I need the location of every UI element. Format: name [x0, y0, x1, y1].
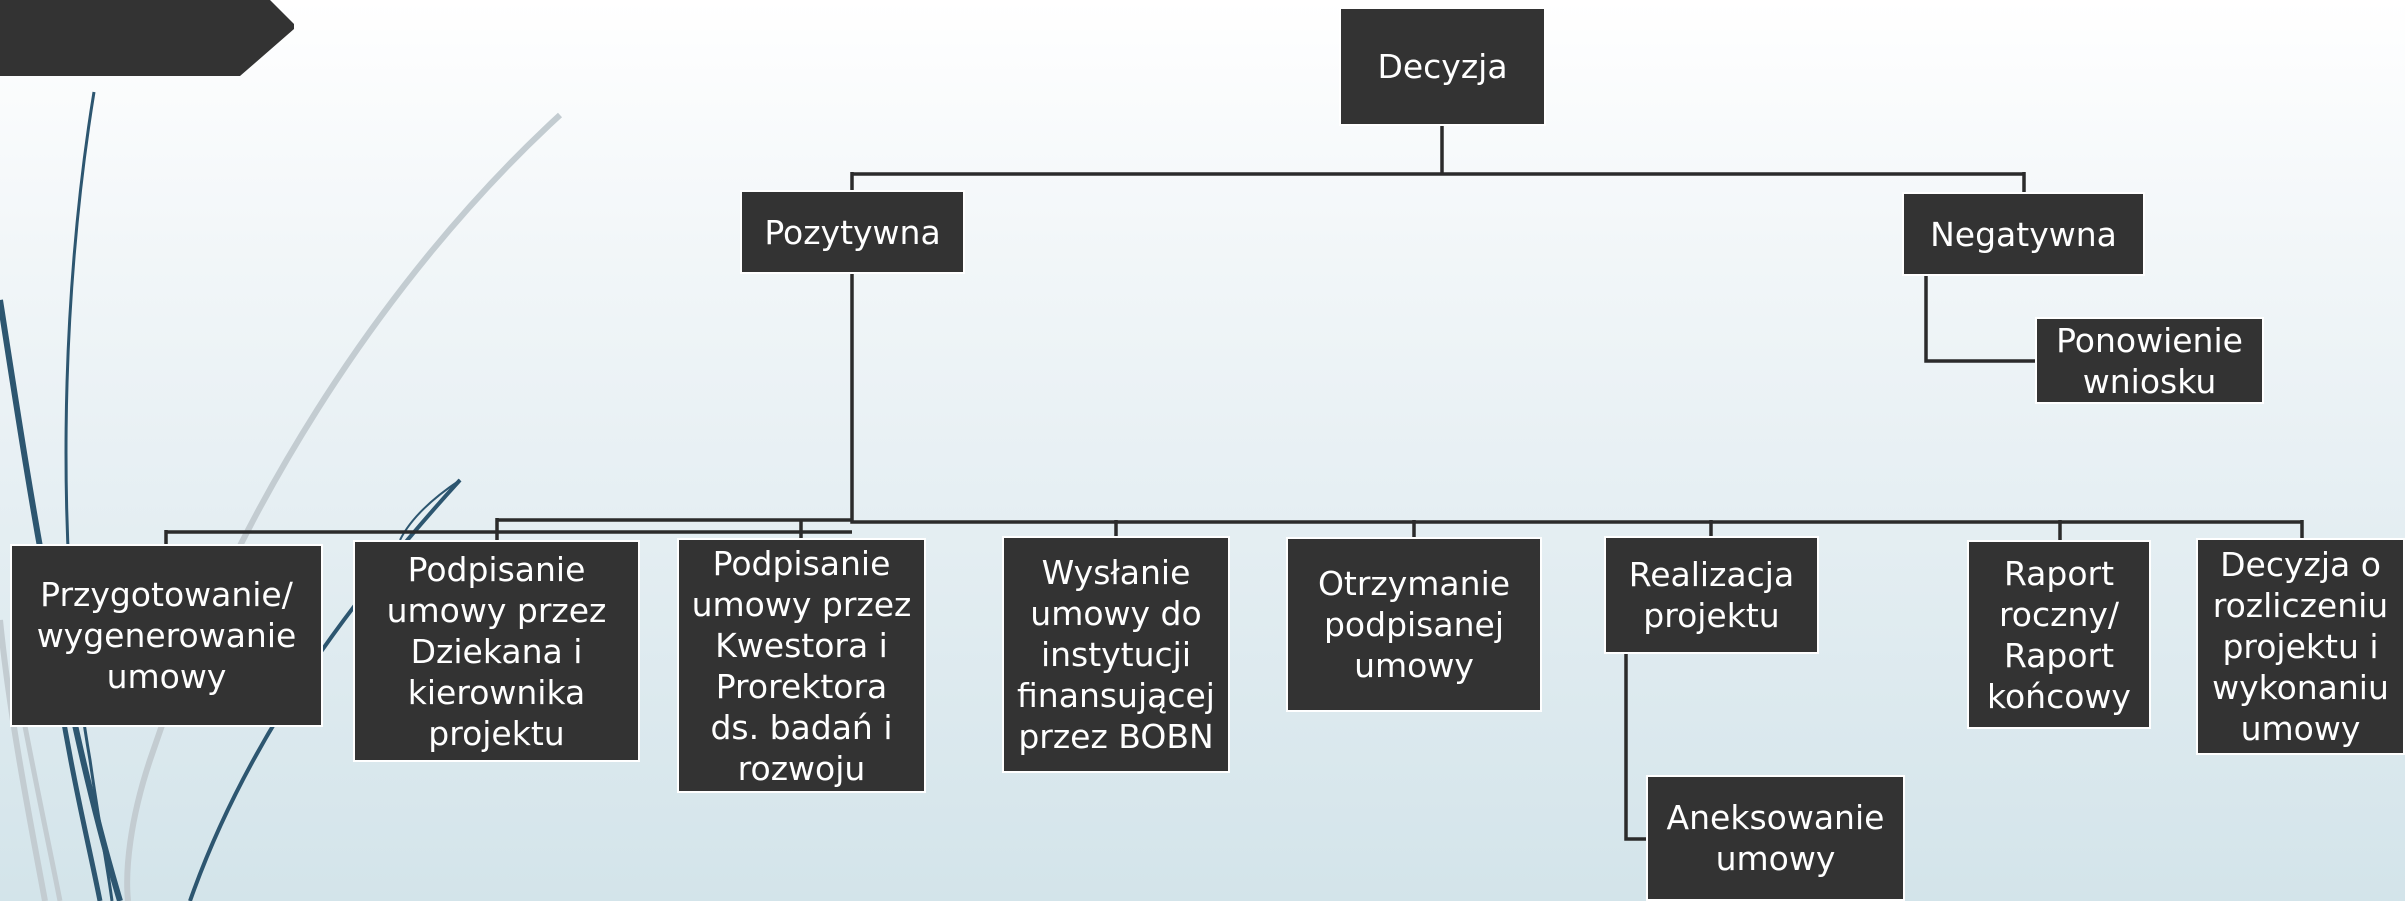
- node-wyslanie-umowy: Wysłanie umowy do instytucji finansujące…: [1002, 536, 1230, 773]
- connector-positive-bus-lower: [850, 520, 2304, 541]
- root-node-decyzja: Decyzja: [1339, 7, 1546, 126]
- node-decyzja-rozliczenie: Decyzja o rozliczeniu projektu i wykonan…: [2196, 538, 2405, 755]
- connector-root-to-branches: [850, 124, 2026, 194]
- decor-curve-light-2: [0, 619, 48, 901]
- connector-realizacja-to-aneksowanie: [1624, 651, 1650, 841]
- title-tab-shape: [0, 0, 294, 76]
- decor-curve-light-3: [17, 699, 63, 901]
- node-raport: Raport roczny/ Raport końcowy: [1967, 540, 2151, 729]
- decor-curve-dark-3: [57, 699, 103, 901]
- connector-positive-bus-upper: [164, 518, 852, 545]
- node-realizacja-projektu: Realizacja projektu: [1604, 536, 1819, 654]
- node-podpisanie-dziekan: Podpisanie umowy przez Dziekana i kierow…: [353, 540, 640, 762]
- branch-node-negatywna: Negatywna: [1902, 192, 2145, 276]
- branch-node-pozytywna: Pozytywna: [740, 190, 965, 274]
- node-aneksowanie-umowy: Aneksowanie umowy: [1646, 775, 1905, 901]
- node-ponowienie-wniosku: Ponowienie wniosku: [2035, 317, 2264, 404]
- node-podpisanie-kwestor: Podpisanie umowy przez Kwestora i Prorek…: [677, 538, 926, 793]
- connector-negative-to-ponowienie: [1924, 274, 2036, 363]
- node-otrzymanie-umowy: Otrzymanie podpisanej umowy: [1286, 537, 1542, 712]
- node-przygotowanie-umowy: Przygotowanie/ wygenerowanie umowy: [10, 544, 323, 727]
- decor-curve-dark-5: [399, 479, 461, 541]
